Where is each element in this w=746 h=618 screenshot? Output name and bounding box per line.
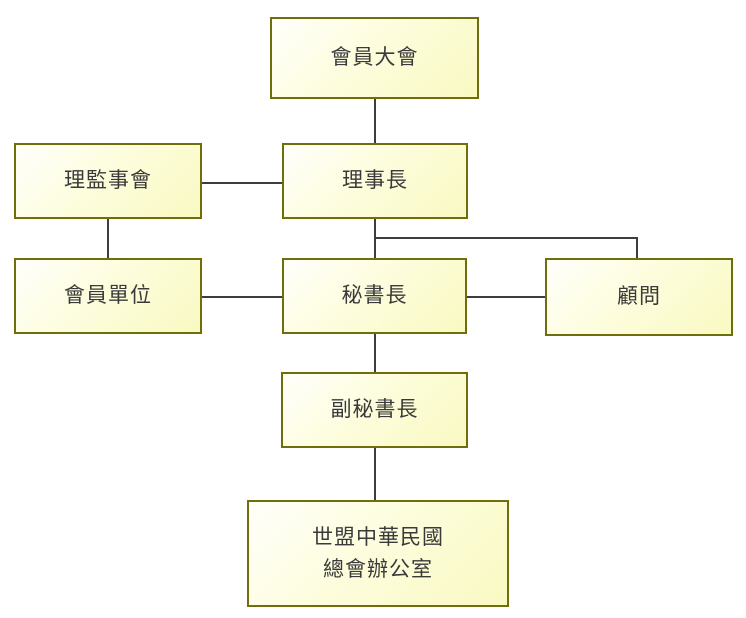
connector-secretary-general-to-deputy (374, 334, 376, 372)
node-secretary-general-label: 秘書長 (341, 283, 408, 308)
node-advisors-label: 顧問 (617, 284, 661, 309)
node-chairman: 理事長 (282, 143, 468, 219)
connector-assembly-to-chairman (374, 99, 376, 143)
node-chairman-label: 理事長 (342, 168, 408, 193)
node-secretary-general: 秘書長 (282, 258, 467, 334)
connector-chairman-to-advisors-horizontal (374, 237, 638, 239)
node-deputy-secretary-general-label: 副秘書長 (330, 397, 419, 422)
connector-chairman-to-advisors-vertical (636, 237, 638, 258)
node-head-office: 世盟中華民國 總會辦公室 (247, 500, 509, 607)
node-board-of-directors-supervisors: 理監事會 (14, 143, 202, 219)
node-board-of-directors-supervisors-label: 理監事會 (64, 168, 152, 193)
connector-member-units-to-secretary-general (202, 296, 282, 298)
node-head-office-label: 世盟中華民國 總會辦公室 (312, 525, 444, 581)
connector-deputy-to-head-office (374, 448, 376, 500)
node-deputy-secretary-general: 副秘書長 (281, 372, 468, 448)
node-member-assembly-label: 會員大會 (330, 45, 419, 70)
connector-board-to-chairman (202, 182, 282, 184)
node-member-assembly: 會員大會 (270, 17, 479, 99)
connector-secretary-general-to-advisors (467, 296, 545, 298)
node-member-units: 會員單位 (14, 258, 202, 334)
node-member-units-label: 會員單位 (64, 283, 152, 308)
connector-board-to-member-units (107, 219, 109, 258)
node-advisors: 顧問 (545, 258, 733, 336)
